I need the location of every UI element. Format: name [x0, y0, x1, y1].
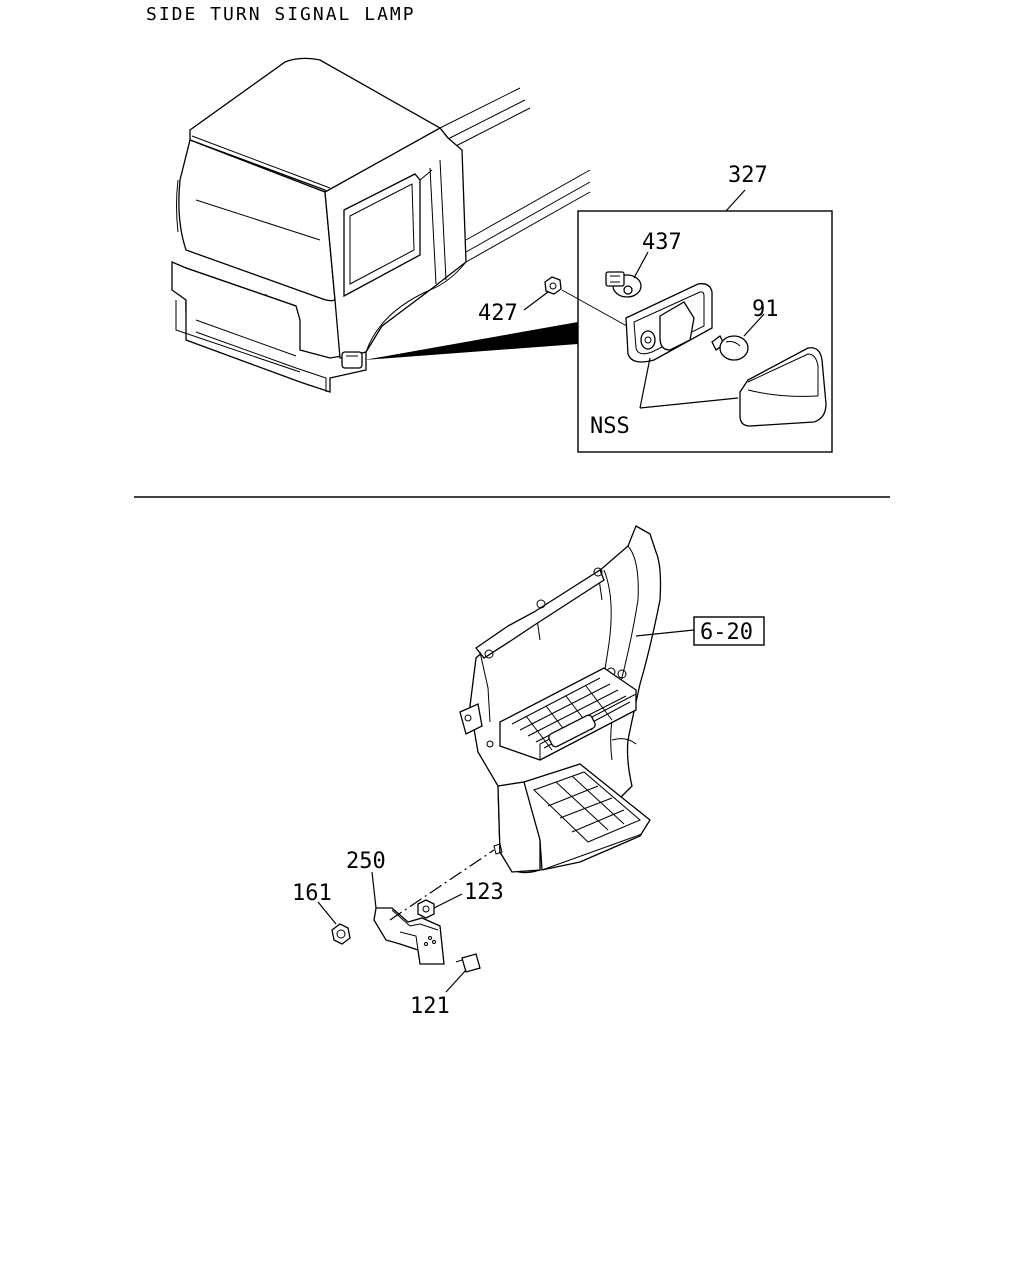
callout-427: 427 — [478, 301, 518, 326]
bracket-nut-part — [417, 899, 435, 919]
callout-nss: NSS — [590, 414, 630, 439]
callout-123: 123 — [464, 880, 504, 905]
clip-part — [455, 953, 481, 973]
page-title: SIDE TURN SIGNAL LAMP — [146, 4, 416, 25]
mounting-bracket-part — [373, 907, 445, 965]
lower-step-grid — [533, 771, 641, 843]
upper-step-grid — [511, 677, 631, 751]
callout-161: 161 — [292, 881, 332, 906]
lens-part — [739, 347, 827, 427]
reference-box — [693, 616, 765, 646]
callout-121: 121 — [410, 994, 450, 1019]
socket-part — [605, 271, 642, 298]
zoom-leader-wedge — [364, 322, 578, 360]
callout-6-20: 6-20 — [700, 620, 753, 645]
callout-91: 91 — [752, 297, 779, 322]
detail-box-327: 327 437 427 — [478, 163, 833, 453]
callout-250: 250 — [346, 849, 386, 874]
lamp-housing-part — [625, 283, 713, 363]
step-assembly-illustration — [459, 525, 662, 874]
truck-cab-illustration — [171, 57, 591, 393]
bulb-part — [711, 335, 749, 361]
callout-437: 437 — [642, 230, 682, 255]
bolt-part — [331, 923, 351, 945]
callout-327: 327 — [728, 163, 768, 188]
nut-part — [544, 276, 562, 295]
